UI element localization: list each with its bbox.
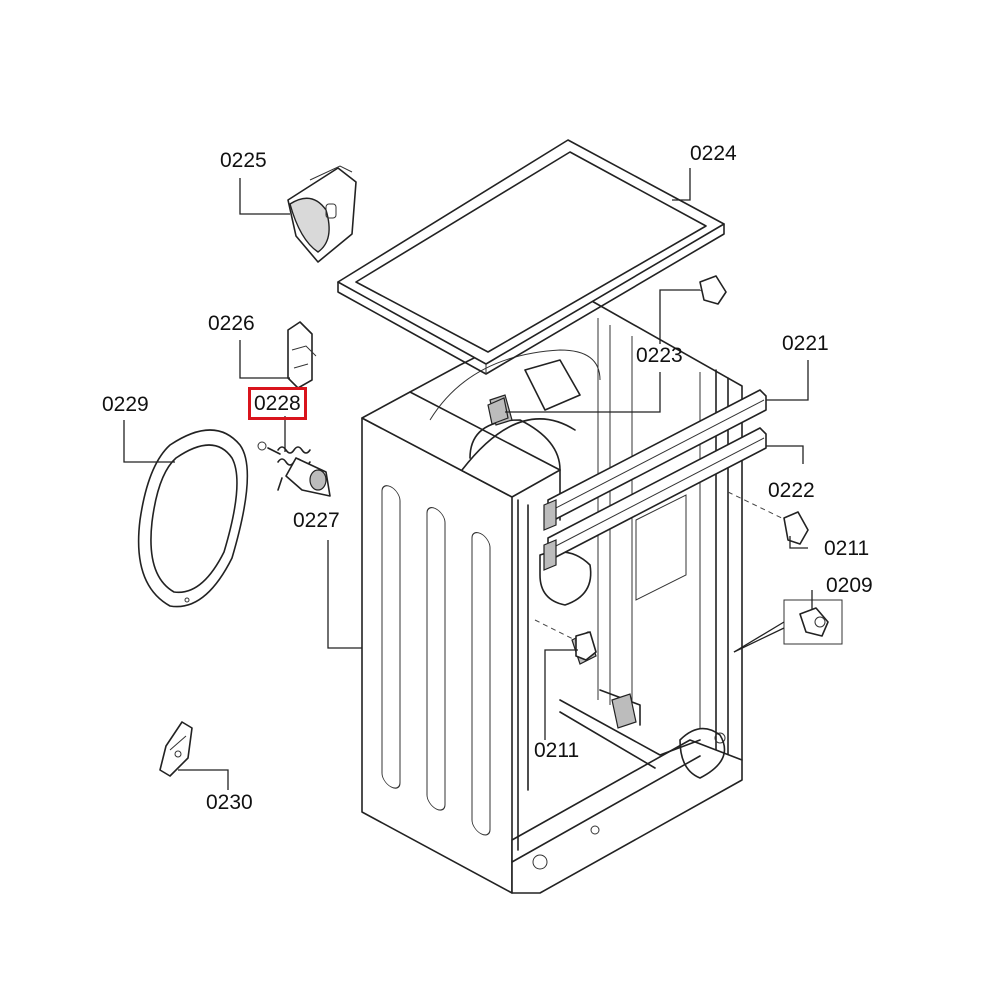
cross-rails: [543, 389, 767, 571]
part-0211-clips: [575, 511, 809, 661]
label-0223: 0223: [636, 344, 683, 367]
top-cover: [337, 139, 725, 375]
label-0224: 0224: [690, 142, 737, 165]
part-0228-spring: [257, 441, 331, 497]
part-0225-housing: [287, 165, 357, 263]
label-0222: 0222: [768, 479, 815, 502]
label-0221: 0221: [782, 332, 829, 355]
label-0211-right: 0211: [824, 537, 870, 560]
label-0225: 0225: [220, 149, 267, 172]
label-0229: 0229: [102, 393, 149, 416]
label-0230: 0230: [206, 791, 253, 814]
part-0223-clip: [487, 275, 727, 425]
label-0228-highlighted: 0228: [248, 387, 307, 420]
part-0230-latch: [159, 721, 193, 777]
label-0226: 0226: [208, 312, 255, 335]
cabinet-body: [361, 289, 791, 894]
part-0209-screw: [783, 599, 843, 645]
part-0226-clip: [287, 321, 317, 389]
leader-lines: [123, 168, 813, 790]
label-0209: 0209: [826, 574, 873, 597]
label-0211-bottom: 0211: [534, 739, 580, 762]
part-0229-seal: [137, 429, 249, 608]
label-0227: 0227: [293, 509, 340, 532]
